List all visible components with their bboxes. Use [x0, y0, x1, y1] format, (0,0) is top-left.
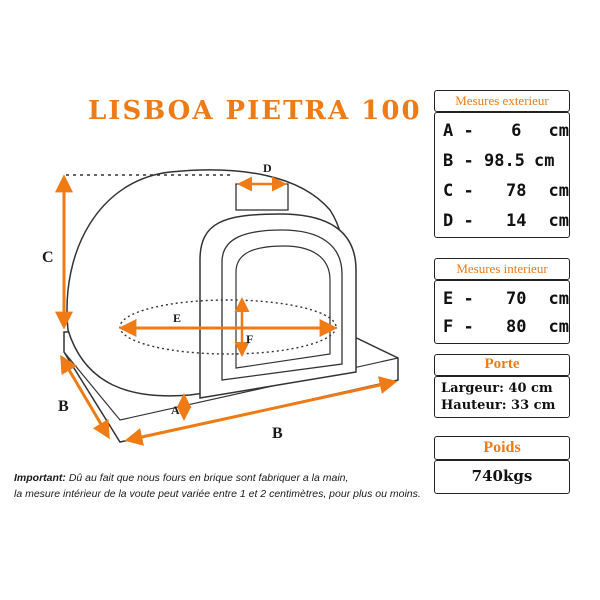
interior-row-e: E - 70 cm — [443, 289, 569, 309]
door-width: Largeur: 40 cm — [441, 381, 553, 396]
note-line-1-text: Dû au fait que nous fours en brique sont… — [65, 472, 349, 484]
exterior-row-a: A - 6 cm — [443, 121, 569, 141]
door-table: Largeur: 40 cm Hauteur: 33 cm — [434, 376, 570, 418]
label-d: D — [263, 161, 272, 175]
chimney — [235, 183, 289, 211]
row-value: 98.5 — [483, 151, 525, 171]
row-value: 6 — [511, 121, 522, 141]
note-important-label: Important: — [14, 472, 66, 484]
row-value: 80 — [505, 317, 527, 337]
interior-row-f: F - 80 cm — [443, 317, 569, 337]
row-letter: C — [443, 181, 454, 201]
door-height: Hauteur: 33 cm — [441, 398, 556, 413]
weight-value: 740kgs — [471, 467, 533, 485]
label-b-depth: B — [58, 398, 69, 415]
row-unit: cm — [548, 289, 569, 309]
row-value: 78 — [505, 181, 527, 201]
label-c: C — [42, 249, 54, 266]
row-letter: E — [443, 289, 454, 309]
row-unit: cm — [548, 211, 569, 231]
exterior-measures-header: Mesures exterieur — [434, 90, 570, 112]
row-unit: cm — [548, 181, 569, 201]
row-letter: B — [443, 151, 454, 171]
note-line-2: la mesure intérieur de la voute peut var… — [14, 488, 421, 500]
interior-measures-table: E - 70 cm F - 80 cm — [434, 280, 570, 344]
row-letter: A — [443, 121, 454, 141]
row-value: 70 — [505, 289, 527, 309]
door-header: Porte — [434, 354, 570, 376]
label-e: E — [173, 311, 181, 325]
exterior-row-d: D - 14 cm — [443, 211, 569, 231]
interior-measures-rows: E - 70 cm F - 80 cm — [443, 287, 569, 339]
row-value: 14 — [505, 211, 527, 231]
label-f: F — [246, 332, 253, 346]
note-line-1: Important: Dû au fait que nous fours en … — [14, 470, 434, 486]
exterior-row-c: C - 78 cm — [443, 181, 569, 201]
door-rows: Largeur: 40 cm Hauteur: 33 cm — [441, 380, 555, 414]
weight-table: 740kgs — [434, 460, 570, 494]
product-title: LISBOA PIETRA 100 — [88, 96, 422, 126]
row-letter: D — [443, 211, 454, 231]
row-letter: F — [443, 317, 454, 337]
dimension-b-width-arrow — [124, 376, 398, 446]
row-unit: cm — [533, 151, 555, 171]
dimension-b-depth-arrow — [60, 354, 110, 440]
label-a: A — [171, 403, 180, 417]
important-note: Important: Dû au fait que nous fours en … — [14, 470, 434, 502]
label-b-width: B — [272, 425, 283, 442]
door-opening — [235, 245, 331, 369]
weight-header: Poids — [434, 436, 570, 460]
interior-measures-header: Mesures interieur — [434, 258, 570, 280]
row-unit: cm — [548, 317, 569, 337]
row-unit: cm — [548, 121, 569, 141]
